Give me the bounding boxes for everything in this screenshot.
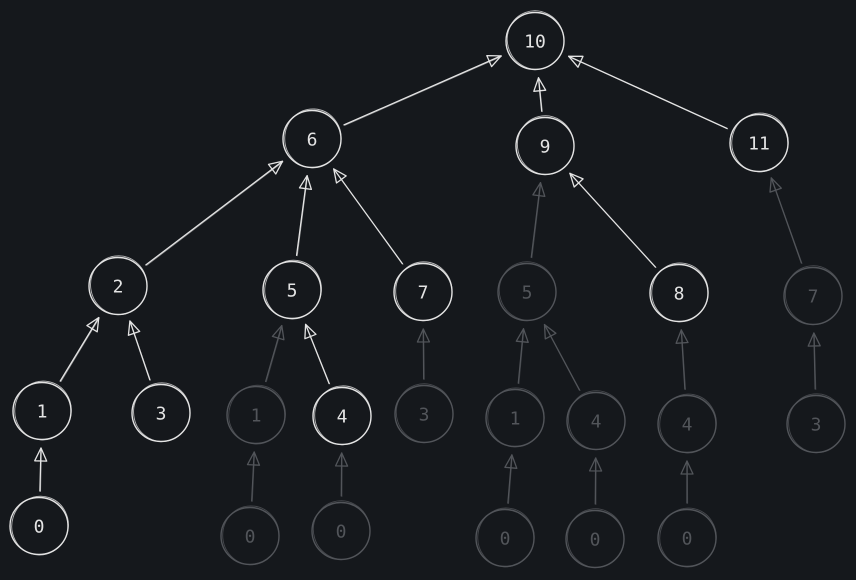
node-label: 3 bbox=[156, 404, 167, 425]
edge-n0f-to-n4c bbox=[680, 460, 694, 504]
edge-n0d-to-n1c bbox=[504, 454, 518, 505]
edge-n7b-to-n11 bbox=[769, 177, 803, 264]
edge-n3b-to-n7a bbox=[416, 328, 431, 380]
node-label: 2 bbox=[113, 277, 124, 298]
edge-n2-to-n6 bbox=[145, 160, 284, 266]
tree-node-n0f: 0 bbox=[657, 507, 717, 568]
node-label: 8 bbox=[674, 284, 685, 305]
node-label: 0 bbox=[34, 517, 45, 538]
edge-n6-to-n10 bbox=[343, 54, 502, 126]
tree-node-n0e: 0 bbox=[565, 508, 625, 569]
tree-node-n9: 9 bbox=[515, 115, 575, 176]
node-label: 0 bbox=[336, 522, 347, 543]
edge-n4b-to-n5b bbox=[543, 323, 581, 392]
node-label: 4 bbox=[337, 407, 348, 428]
node-label: 9 bbox=[540, 137, 551, 158]
node-label: 0 bbox=[500, 529, 511, 550]
tree-node-n8: 8 bbox=[649, 262, 709, 323]
node-label: 4 bbox=[591, 412, 602, 433]
node-label: 7 bbox=[808, 287, 819, 308]
edge-n3c-to-n7b bbox=[807, 332, 821, 390]
tree-node-n3a: 3 bbox=[131, 382, 191, 443]
node-label: 1 bbox=[37, 402, 48, 423]
edge-n1a-to-n2 bbox=[59, 316, 100, 383]
edge-n0b-to-n1b bbox=[246, 451, 261, 502]
tree-node-n2: 2 bbox=[88, 255, 148, 316]
node-label: 1 bbox=[251, 406, 262, 427]
node-label: 3 bbox=[811, 415, 822, 436]
edge-n4a-to-n5a bbox=[304, 323, 331, 385]
tree-node-n0b: 0 bbox=[220, 505, 280, 566]
edge-layer bbox=[34, 54, 821, 505]
tree-node-n1a: 1 bbox=[12, 380, 72, 441]
edge-n5b-to-n9 bbox=[530, 182, 546, 259]
edge-n1b-to-n5a bbox=[265, 324, 285, 383]
node-label: 6 bbox=[307, 130, 318, 151]
node-label: 0 bbox=[590, 530, 601, 551]
tree-node-n4b: 4 bbox=[566, 390, 626, 451]
tree-node-n5b: 5 bbox=[497, 261, 557, 322]
tree-node-n6: 6 bbox=[282, 108, 342, 169]
tree-node-n0c: 0 bbox=[311, 500, 371, 561]
tree-node-n1c: 1 bbox=[485, 387, 545, 448]
edge-n0c-to-n4a bbox=[334, 452, 349, 497]
tree-node-n7a: 7 bbox=[393, 261, 453, 322]
node-label: 3 bbox=[419, 405, 430, 426]
tree-node-n5a: 5 bbox=[262, 259, 322, 320]
edge-n4c-to-n8 bbox=[675, 329, 689, 391]
tree-node-n0d: 0 bbox=[475, 507, 535, 568]
edge-n7a-to-n6 bbox=[333, 168, 404, 265]
node-label: 0 bbox=[245, 527, 256, 548]
node-label: 5 bbox=[522, 283, 533, 304]
edge-n5a-to-n6 bbox=[295, 175, 313, 257]
edge-n1c-to-n5b bbox=[515, 328, 529, 385]
edge-n0e-to-n4b bbox=[588, 457, 603, 505]
node-layer: 10 6 9 11 2 5 7 5 8 7 1 3 1 4 3 1 4 4 3 0 0 0 0 0 0 bbox=[9, 10, 846, 569]
node-label: 11 bbox=[748, 134, 770, 155]
node-label: 7 bbox=[418, 283, 429, 304]
tree-node-n0a: 0 bbox=[9, 495, 69, 556]
edge-n0a-to-n1a bbox=[34, 447, 48, 492]
edge-n11-to-n10 bbox=[568, 55, 729, 130]
node-label: 4 bbox=[682, 415, 693, 436]
tree-node-n4c: 4 bbox=[657, 393, 717, 454]
tree-node-n1b: 1 bbox=[226, 384, 286, 445]
node-label: 10 bbox=[524, 32, 546, 53]
tree-node-n4a: 4 bbox=[312, 385, 372, 446]
tree-node-n3c: 3 bbox=[786, 393, 846, 454]
edge-n9-to-n10 bbox=[533, 77, 547, 113]
edge-n3a-to-n2 bbox=[127, 320, 151, 381]
tree-node-n7b: 7 bbox=[783, 265, 843, 326]
tree-node-n10: 10 bbox=[505, 10, 565, 71]
node-label: 0 bbox=[682, 529, 693, 550]
node-label: 1 bbox=[510, 409, 521, 430]
tree-node-n11: 11 bbox=[729, 112, 789, 173]
tree-node-n3b: 3 bbox=[394, 383, 454, 444]
node-label: 5 bbox=[287, 281, 298, 302]
edge-n8-to-n9 bbox=[569, 172, 657, 269]
